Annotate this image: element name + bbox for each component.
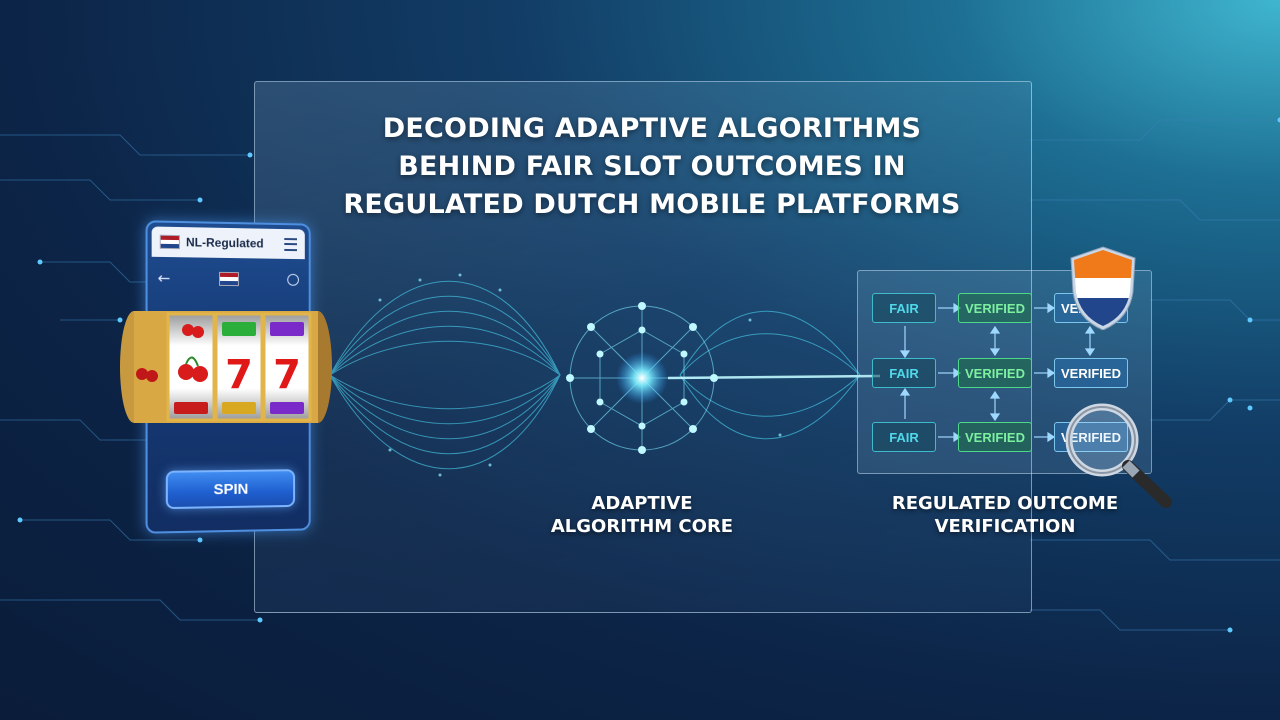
core-caption: ADAPTIVE ALGORITHM CORE [530, 492, 754, 538]
regulation-label: NL-Regulated [185, 235, 264, 251]
menu-icon[interactable] [284, 237, 298, 251]
phone-header: NL-Regulated [151, 226, 305, 260]
verified-box: VERIFIED [958, 358, 1032, 388]
reel-column-3: 7 [262, 312, 312, 422]
grid-arrows [899, 302, 1096, 443]
back-arrow-icon[interactable]: ← [157, 268, 171, 288]
reel-column-1 [166, 312, 216, 422]
verification-grid: FAIR VERIFIED VERIFIED FAIR VERIFIED VER… [857, 270, 1152, 474]
core-caption-line-1: ADAPTIVE [591, 493, 693, 514]
verification-caption: REGULATED OUTCOME VERIFICATION [860, 492, 1150, 538]
algorithm-flow [329, 273, 880, 477]
verified-box: VERIFIED [958, 422, 1032, 452]
verification-caption-line-2: VERIFICATION [934, 516, 1076, 537]
verification-caption-line-1: REGULATED OUTCOME [891, 493, 1119, 514]
core-caption-line-2: ALGORITHM CORE [550, 516, 734, 537]
title-line-2: BEHIND FAIR SLOT OUTCOMES IN [398, 151, 906, 182]
nl-flag-icon [219, 271, 240, 287]
glass-panel [254, 81, 1032, 613]
reel-column-2: 7 [214, 312, 264, 422]
fair-box: FAIR [872, 422, 936, 452]
title-line-1: DECODING ADAPTIVE ALGORITHMS [382, 113, 922, 144]
nl-flag-icon [159, 234, 180, 250]
slot-reels: 7 7 [120, 311, 332, 423]
shield-icon [1070, 246, 1136, 330]
fair-box: FAIR [872, 293, 936, 323]
settings-icon[interactable] [287, 273, 299, 286]
svg-text:7: 7 [273, 352, 301, 398]
verified-box: VERIFIED [1054, 358, 1128, 388]
page-title: DECODING ADAPTIVE ALGORITHMS BEHIND FAIR… [290, 110, 1014, 224]
spin-button[interactable]: SPIN [165, 469, 296, 510]
phone-nav: ← [158, 267, 299, 291]
svg-text:7: 7 [225, 352, 253, 398]
magnifier-icon [1065, 403, 1172, 508]
verified-box: VERIFIED [958, 293, 1032, 323]
title-line-3: REGULATED DUTCH MOBILE PLATFORMS [343, 189, 961, 220]
fair-box: FAIR [872, 358, 936, 388]
